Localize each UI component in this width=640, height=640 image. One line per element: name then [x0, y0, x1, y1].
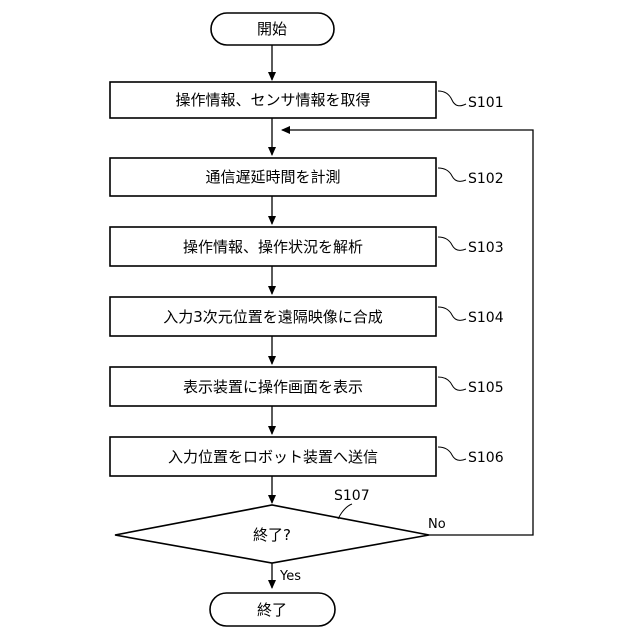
process-step-s106: 入力位置をロボット装置へ送信: [110, 437, 436, 476]
end-label: 終了: [257, 601, 287, 619]
step-label: 入力3次元位置を遠隔映像に合成: [163, 308, 383, 326]
decision-id-label: S107: [334, 488, 370, 504]
step-id-leader: [438, 307, 466, 320]
step-label: 表示装置に操作画面を表示: [183, 378, 363, 396]
decision-id-leader: [338, 504, 352, 519]
step-id-leader: [438, 237, 466, 250]
no-branch-label: No: [428, 517, 446, 532]
step-id-label: S105: [468, 380, 504, 396]
step-id-leader: [438, 447, 466, 460]
process-step-s105: 表示装置に操作画面を表示: [110, 367, 436, 406]
start-label: 開始: [257, 20, 287, 38]
end-terminator: 終了: [210, 593, 335, 626]
process-step-s104: 入力3次元位置を遠隔映像に合成: [110, 297, 436, 336]
step-id-label: S106: [468, 450, 504, 466]
step-id-leader: [438, 168, 466, 181]
step-label: 入力位置をロボット装置へ送信: [168, 448, 378, 466]
decision-diamond: 終了?: [115, 505, 429, 563]
step-id-label: S102: [468, 171, 504, 187]
step-id-label: S103: [468, 240, 504, 256]
step-id-leader: [438, 377, 466, 390]
step-label: 操作情報、操作状況を解析: [183, 238, 363, 256]
step-id-label: S104: [468, 310, 504, 326]
process-step-s102: 通信遅延時間を計測: [110, 158, 436, 196]
step-label: 操作情報、センサ情報を取得: [175, 91, 370, 109]
yes-branch-label: Yes: [279, 569, 301, 584]
step-id-leader: [438, 91, 466, 106]
process-step-s101: 操作情報、センサ情報を取得: [110, 82, 436, 118]
process-step-s103: 操作情報、操作状況を解析: [110, 227, 436, 266]
step-label: 通信遅延時間を計測: [205, 168, 340, 186]
decision-label: 終了?: [253, 526, 291, 544]
start-terminator: 開始: [211, 13, 334, 45]
step-id-label: S101: [468, 95, 504, 111]
